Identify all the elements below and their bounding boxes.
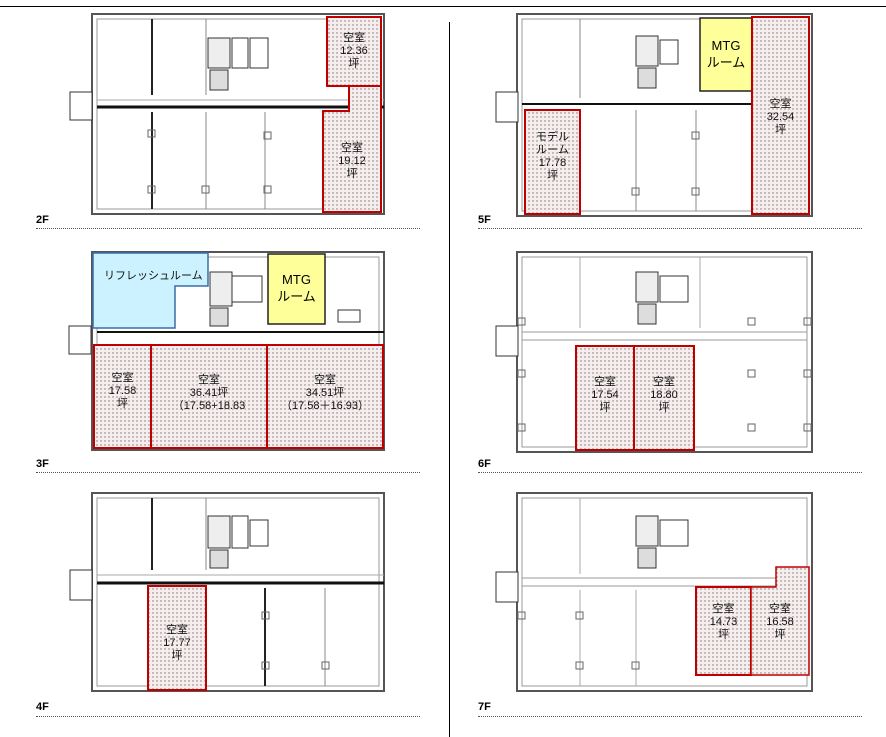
vacant-room-3f-b (150, 344, 268, 449)
plan-3f (68, 251, 385, 451)
vacant-room-3f-c (266, 344, 384, 449)
plan-5f (495, 13, 813, 217)
model-room-5f (524, 109, 581, 215)
vacant-room-6f-b (633, 345, 695, 451)
plan-4f (69, 492, 385, 692)
plan-7f (495, 492, 813, 692)
mtg-room-3f (267, 253, 326, 325)
floor-label-5f: 5F (478, 214, 491, 226)
floor-label-4f: 4F (36, 701, 49, 713)
vacant-room-2f-a (326, 16, 382, 87)
floor-label-2f: 2F (36, 214, 49, 226)
floor-label-7f: 7F (478, 701, 491, 713)
floor-label-6f: 6F (478, 458, 491, 470)
plan-2f (69, 13, 385, 215)
vacant-room-5f (751, 16, 810, 215)
plan-6f (495, 251, 813, 453)
refresh-room-label: リフレッシュルーム (104, 270, 203, 282)
refresh-room-3f (92, 252, 209, 329)
vacant-room-2f-b (322, 85, 382, 213)
vacant-room-7f-a (695, 586, 752, 676)
vacant-room-4f (147, 585, 207, 691)
mtg-room-5f (699, 17, 753, 92)
vacant-room-7f-b (750, 566, 810, 676)
column-divider (449, 22, 450, 737)
vacant-room-3f-a (93, 344, 152, 449)
top-rule (0, 6, 886, 7)
floor-label-3f: 3F (36, 458, 49, 470)
